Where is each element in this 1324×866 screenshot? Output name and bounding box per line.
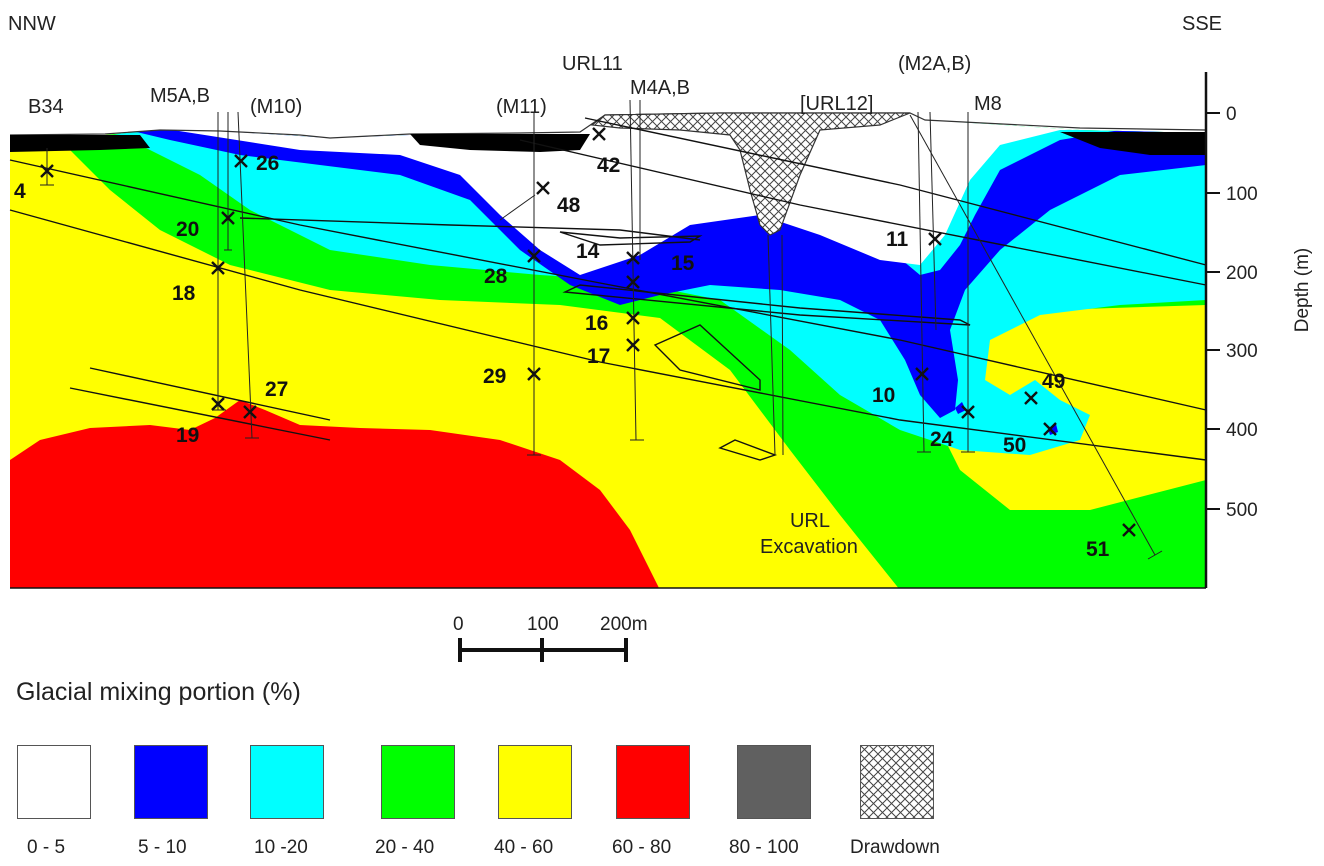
legend-swatch-drawdown <box>860 745 934 819</box>
legend-item-60-80: 60 - 80 <box>612 745 736 865</box>
sample-49-label: 49 <box>1042 370 1065 393</box>
legend-item-20-40: 20 - 40 <box>375 745 501 865</box>
surface-deposit-mid <box>410 134 590 152</box>
legend-item-5-10: 5 - 10 <box>134 745 254 865</box>
sample-50-label: 50 <box>1003 434 1026 457</box>
sample-10-label: 10 <box>872 384 895 407</box>
legend-swatch-80-100 <box>737 745 811 819</box>
zone-60-80 <box>10 400 660 588</box>
scale-label-200m: 200m <box>600 614 648 635</box>
legend-title: Glacial mixing portion (%) <box>16 678 301 706</box>
legend-item-drawdown: Drawdown <box>850 745 980 865</box>
borehole-b34-label: B34 <box>28 96 64 118</box>
legend-item-80-100: 80 - 100 <box>729 745 857 865</box>
borehole-url12-label: [URL12] <box>800 93 873 115</box>
legend-swatch-40-60 <box>498 745 572 819</box>
borehole-traces <box>40 99 1163 560</box>
legend-swatch-5-10 <box>134 745 208 819</box>
sample-15-label: 15 <box>671 252 695 275</box>
sample-27-label: 27 <box>265 378 288 401</box>
sample-4-label: 4 <box>14 180 26 203</box>
legend-label-10-20: 10 -20 <box>254 837 308 858</box>
sample-51-label: 51 <box>1086 538 1110 561</box>
borehole-url11-label: URL11 <box>562 53 623 75</box>
borehole-m4ab-label: M4A,B <box>630 77 690 99</box>
orientation-sse-label: SSE <box>1182 13 1222 35</box>
legend-swatch-20-40 <box>381 745 455 819</box>
url-excavation-label-line1: URL <box>790 510 830 532</box>
depth-tick-0: 0 <box>1226 104 1237 125</box>
legend-swatch-0-5 <box>17 745 91 819</box>
drawdown-area <box>590 112 911 236</box>
borehole-m5ab-label: M5A,B <box>150 85 210 107</box>
sample-18-label: 18 <box>172 282 196 305</box>
scale-bar: 0 100 200m <box>453 614 648 662</box>
sample-11-label: 11 <box>886 228 909 251</box>
sample-markers <box>40 127 1136 537</box>
legend: 0 - 5 5 - 10 10 -20 20 - 40 40 - 60 60 -… <box>0 745 1324 866</box>
borehole-m10-label: (M10) <box>250 96 302 118</box>
fracture-lines <box>9 117 1207 461</box>
surface-deposit-right <box>1060 132 1206 155</box>
zone-0-5 <box>10 113 1206 275</box>
zone-5-10 <box>120 125 1206 418</box>
legend-label-20-40: 20 - 40 <box>375 837 435 858</box>
legend-swatch-10-20 <box>250 745 324 819</box>
orientation-nnw-label: NNW <box>8 13 56 35</box>
depth-tick-300: 300 <box>1226 341 1258 362</box>
depth-tick-500: 500 <box>1226 500 1258 521</box>
sample-29-label: 29 <box>483 365 506 388</box>
legend-item-10-20: 10 -20 <box>250 745 370 865</box>
depth-axis: 0 100 200 300 400 500 Depth (m) <box>1204 72 1313 588</box>
legend-item-0-5: 0 - 5 <box>17 745 137 865</box>
depth-tick-200: 200 <box>1226 263 1258 284</box>
borehole-m11-label: (M11) <box>496 96 547 118</box>
sample-16-label: 16 <box>585 312 608 335</box>
sample-26-label: 26 <box>256 152 279 175</box>
sample-17-label: 17 <box>587 345 610 368</box>
legend-item-40-60: 40 - 60 <box>494 745 618 865</box>
sample-14-label: 14 <box>576 240 600 263</box>
depth-tick-100: 100 <box>1226 184 1258 205</box>
legend-label-40-60: 40 - 60 <box>494 837 554 858</box>
url-excavation-label-line2: Excavation <box>760 536 858 558</box>
ground-surface-line <box>9 112 1207 139</box>
borehole-m8-label: M8 <box>974 93 1002 115</box>
sample-42-label: 42 <box>597 154 620 177</box>
legend-label-60-80: 60 - 80 <box>612 837 672 858</box>
sample-19-label: 19 <box>176 424 199 447</box>
depth-tick-400: 400 <box>1226 420 1258 441</box>
mixing-zones <box>10 113 1206 588</box>
sample-28-label: 28 <box>484 265 508 288</box>
legend-label-drawdown: Drawdown <box>850 837 940 858</box>
surface-deposit-left <box>10 135 150 152</box>
sample-20-label: 20 <box>176 218 199 241</box>
legend-label-0-5: 0 - 5 <box>27 837 66 858</box>
legend-swatch-60-80 <box>616 745 690 819</box>
sample-24-label: 24 <box>930 428 954 451</box>
depth-axis-label: Depth (m) <box>1292 248 1313 332</box>
legend-label-5-10: 5 - 10 <box>138 837 187 858</box>
sample-48-label: 48 <box>557 194 581 217</box>
scale-label-100: 100 <box>527 614 559 635</box>
scale-label-0: 0 <box>453 614 464 635</box>
blue-patch-50 <box>1048 424 1058 435</box>
borehole-m2ab-label: (M2A,B) <box>898 53 971 75</box>
legend-label-80-100: 80 - 100 <box>729 837 799 858</box>
blue-patch-24 <box>955 402 966 414</box>
